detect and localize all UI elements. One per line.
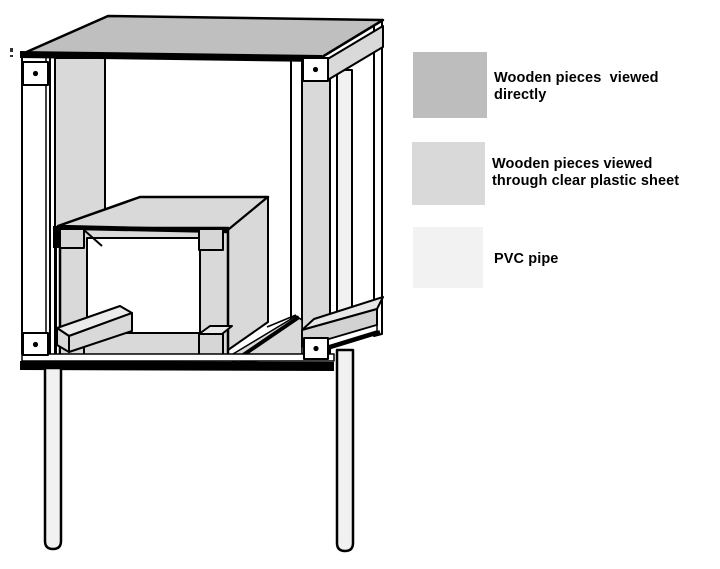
top-panel: [20, 14, 385, 59]
structure-drawing: [10, 14, 385, 553]
inner-box-opening: [86, 237, 201, 334]
legend-swatch-wood-through-plastic: [412, 142, 485, 205]
legend-label-pvc-pipe: PVC pipe: [494, 251, 559, 267]
back-right-post: [373, 19, 383, 337]
outer-box: [54, 19, 384, 364]
stray-mark: [10, 48, 13, 52]
front-right-edge: [290, 57, 303, 361]
bottom-front-band: [20, 361, 334, 371]
stray-mark: [10, 55, 13, 57]
legend-label-wood-through-plastic: Wooden pieces viewed through clear plast…: [492, 156, 680, 189]
screw-dot: [32, 341, 39, 348]
pvc-leg-right: [335, 348, 355, 553]
left-side-panel: [54, 57, 106, 229]
screw-dot: [312, 66, 319, 73]
bottom-edge-strip: [21, 353, 335, 362]
screw-plates: [22, 57, 329, 360]
legend-label-wood-direct: Wooden pieces viewed directly: [494, 70, 659, 103]
inner-box: [53, 195, 270, 357]
screw-dot: [32, 70, 39, 77]
pvc-leg-left: [43, 366, 63, 551]
corner-block-bottom-right: [198, 333, 224, 356]
corner-block-top-right: [198, 228, 224, 251]
screw-dot: [313, 345, 319, 352]
legend-swatch-pvc-pipe: [413, 227, 483, 288]
bottom-right-ledge: [198, 325, 233, 335]
corner-block-top-left: [59, 228, 85, 249]
perch-bar: [56, 305, 133, 353]
pvc-pipe-right-upper: [336, 69, 353, 323]
legend-swatch-wood-direct: [413, 52, 487, 118]
right-side-panel: [301, 57, 331, 361]
top-front-band: [20, 51, 322, 62]
